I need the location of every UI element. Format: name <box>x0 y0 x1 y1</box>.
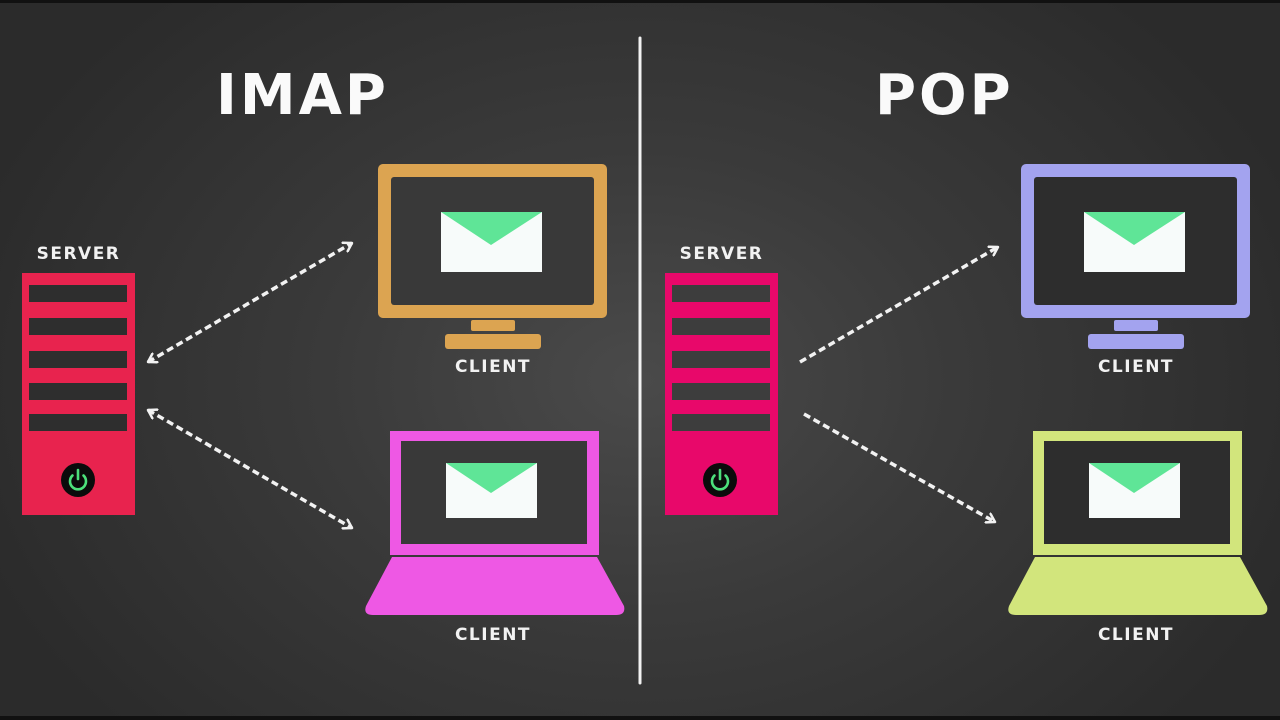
pop-title: POP <box>875 63 1014 128</box>
envelope-icon <box>441 212 542 272</box>
imap-server-icon <box>22 273 135 515</box>
power-icon <box>703 463 737 497</box>
imap-server-label: SERVER <box>36 244 121 264</box>
pop-desktop-icon <box>1021 164 1250 349</box>
imap-desktop-client-label: CLIENT <box>454 357 532 377</box>
pop-server-label: SERVER <box>679 244 764 264</box>
pop-arrow-laptop <box>803 412 995 522</box>
letterbox-top <box>0 0 1280 3</box>
envelope-icon <box>446 463 537 518</box>
pop-server-icon <box>665 273 778 515</box>
imap-desktop-icon <box>378 164 607 349</box>
pop-arrow-desktop <box>799 247 998 364</box>
imap-laptop-icon <box>365 431 625 615</box>
letterbox-bottom <box>0 716 1280 720</box>
pop-laptop-icon <box>1008 431 1268 615</box>
imap-arrow-desktop <box>148 243 352 362</box>
imap-laptop-client-label: CLIENT <box>454 625 532 645</box>
pop-laptop-client-label: CLIENT <box>1097 625 1175 645</box>
imap-arrow-laptop <box>148 410 352 528</box>
envelope-icon <box>1089 463 1180 518</box>
envelope-icon <box>1084 212 1185 272</box>
power-icon <box>61 463 95 497</box>
pop-desktop-client-label: CLIENT <box>1097 357 1175 377</box>
imap-title: IMAP <box>216 63 389 128</box>
